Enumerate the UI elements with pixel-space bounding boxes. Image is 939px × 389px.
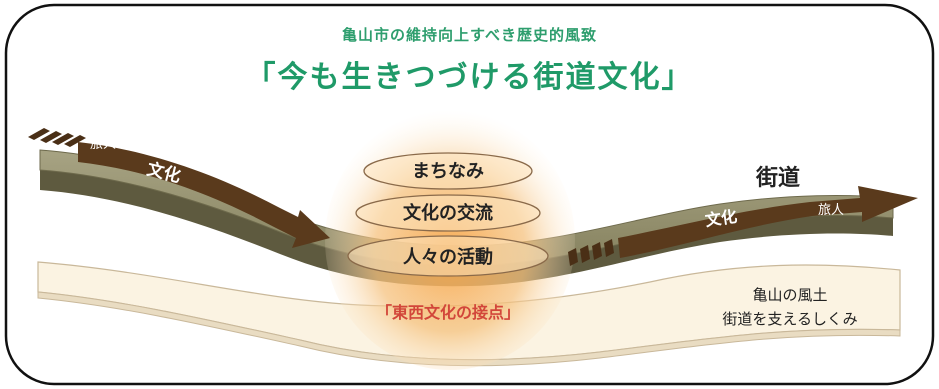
people-activity-label: 人々の活動 [403,246,493,268]
ellipse-townscape [363,152,533,190]
ellipse-cultural-exchange [355,194,541,232]
junction-label: 「東西文化の接点」 [376,303,520,322]
left-arrow-dashes [28,128,86,147]
traveler-left-label: 旅人 [90,137,116,152]
base-climate-label: 亀山の風土 [752,286,827,304]
kaido-label: 街道 [755,165,800,191]
culture-right-label: 文化 [704,207,738,230]
right-culture-arrow [618,186,918,258]
traveler-right-label: 旅人 [818,203,844,218]
cultural-exchange-label: 文化の交流 [403,202,493,224]
townscape-label: まちなみ [412,161,484,182]
ellipse-people-activity [347,235,549,277]
left-culture-arrow [78,142,330,248]
right-arrow-dashes [568,239,614,266]
outer-frame [4,3,935,386]
center-stack [347,152,549,277]
base-system-label: 街道を支えるしくみ [722,310,857,328]
page-title: 「今も生きつづける街道文化」 [245,60,694,95]
subtitle: 亀山市の維持向上すべき歴史的風致 [342,26,597,44]
